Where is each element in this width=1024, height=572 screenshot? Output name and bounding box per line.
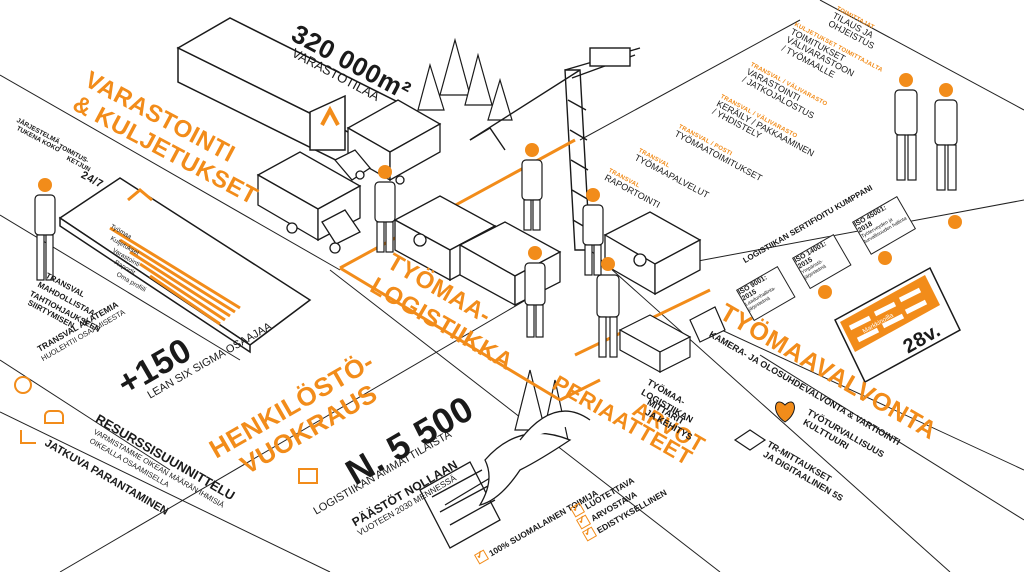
vans (618, 306, 726, 374)
phone-illustration (58, 177, 312, 354)
lightbulb-icon (14, 376, 32, 394)
solar-panel (419, 461, 501, 549)
market-calendar (834, 266, 961, 384)
bar-chart-icon (20, 430, 36, 444)
cert-medals (818, 215, 962, 299)
tower-crane (469, 47, 641, 251)
id-card-icon (298, 468, 318, 484)
heart-icon (775, 401, 795, 423)
team-icon (44, 410, 64, 424)
workers (34, 73, 958, 358)
chip-icon (733, 429, 767, 451)
trucks (256, 99, 442, 254)
crane-bird (478, 410, 591, 507)
